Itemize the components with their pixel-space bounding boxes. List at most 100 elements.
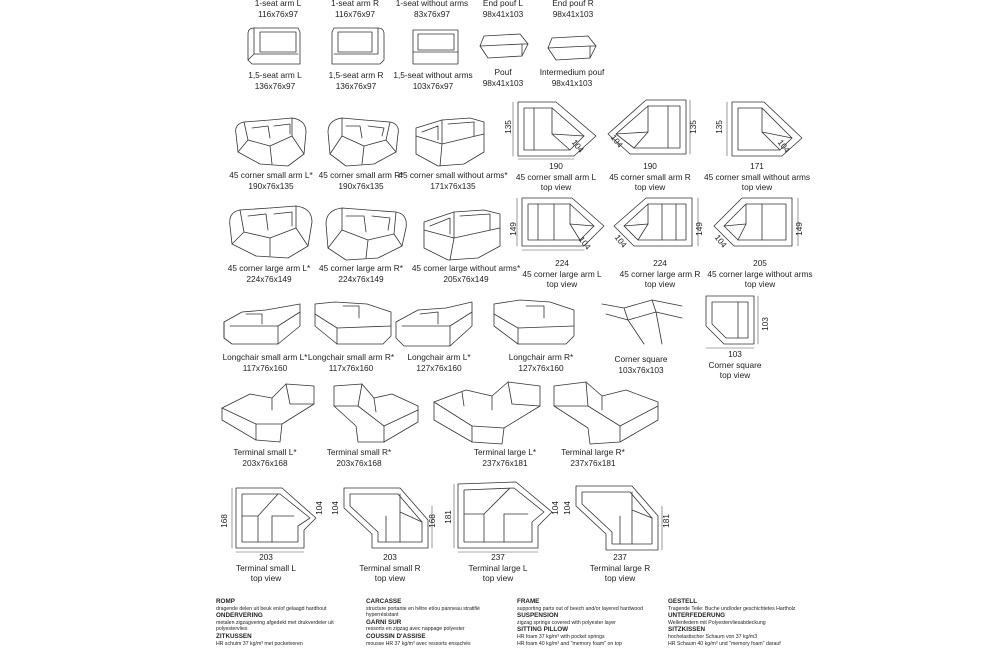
45-corner-large-arm-l-top-view <box>516 197 605 251</box>
longchair-small-arm-r-drawing <box>314 301 392 345</box>
spec-heading: SUSPENSION <box>517 612 559 620</box>
spec-heading: ZITKUSSEN <box>216 632 252 640</box>
caption-longchair-small-arm-r: Longchair small arm R*117x76x160 <box>307 352 395 373</box>
spec-heading: UNTERFEDERUNG <box>668 612 726 620</box>
corner-square-top-view <box>705 295 759 349</box>
dim-depth-terminal-large-r: 104 <box>561 501 572 515</box>
sofa-1-5-seat-arm-r-drawing <box>331 27 385 65</box>
terminal-large-l-top-view <box>453 481 553 553</box>
spec-heading: SITZKISSEN <box>668 626 706 634</box>
45-corner-large-without-arms-drawing <box>423 209 501 261</box>
45-corner-large-arm-r-top-view <box>613 197 699 247</box>
terminal-small-r-drawing <box>333 383 419 443</box>
45-corner-small-without-arms-drawing <box>415 117 485 167</box>
spec-column-de: GESTELL Tragende Teile: Buche und/oder g… <box>668 598 813 647</box>
caption-longchair-arm-r: Longchair arm R*127x76x160 <box>508 352 574 373</box>
dim-height-45-small-l: 135 <box>502 120 513 134</box>
dim-depth-terminal-small-r: 104 <box>329 501 340 515</box>
45-corner-small-without-arms-top-view <box>726 101 803 157</box>
caption-45-corner-small-without-arms: 45 corner small without arms*171x76x135 <box>398 170 508 191</box>
spec-column-fr: CARCASSE structure portante en hêtre et/… <box>366 598 511 647</box>
sofa-1-5-seat-arm-l-drawing <box>247 27 301 65</box>
45-corner-small-arm-l-top-view <box>512 101 597 160</box>
45-corner-large-arm-r-drawing <box>325 207 407 261</box>
spec-text: HR foam 37 kg/m³ with pocket springs <box>517 633 605 640</box>
caption-longchair-arm-l: Longchair arm L*127x76x160 <box>407 352 471 373</box>
45-corner-small-arm-l-drawing <box>235 117 307 167</box>
spec-text: zigzag springs covered with polyester la… <box>517 619 616 626</box>
spec-text: ressorts en zigzag avec nappage polyeste… <box>366 626 465 633</box>
caption-terminal-small-l: Terminal small L*203x76x168 <box>233 447 297 468</box>
dim-height-45-large-r: 149 <box>693 222 704 236</box>
terminal-large-r-top-view <box>575 485 663 551</box>
spec-text: HR Schaum 40 kg/m³ und "memory foam" dar… <box>668 640 781 647</box>
spec-heading: GESTELL <box>668 598 698 605</box>
sofa-1-5-seat-without-arms-drawing <box>412 29 459 65</box>
intermedium-pouf-drawing <box>547 35 597 61</box>
spec-text: structure portante en hêtre et/ou pannea… <box>366 605 480 619</box>
spec-heading: ROMP <box>216 598 235 605</box>
caption-45-corner-large-arm-l: 45 corner large arm L*224x76x149 <box>227 263 311 284</box>
terminal-large-r-drawing <box>553 381 659 445</box>
dim-height-45-large-no-arms: 149 <box>793 222 804 236</box>
45-corner-large-without-arms-top-view <box>713 197 799 247</box>
spec-text: HR schuim 37 kg/m³ met pocketveren <box>216 640 303 647</box>
45-corner-small-arm-r-top-view <box>607 99 691 155</box>
dim-height-45-small-r: 135 <box>687 120 698 134</box>
longchair-arm-l-drawing <box>395 301 473 347</box>
caption-terminal-small-r: Terminal small R*203x76x168 <box>326 447 392 468</box>
spec-text: hochelastischer Schaum von 37 kg/m3 <box>668 633 758 640</box>
longchair-arm-r-drawing <box>493 299 575 345</box>
corner-square-drawing <box>601 299 683 345</box>
dim-height-terminal-small-l: 168 <box>218 514 229 528</box>
spec-column-nl: ROMP dragende delen uit beuk en/of gelaa… <box>216 598 361 647</box>
dim-depth-terminal-small-l: 104 <box>313 501 324 515</box>
caption-45-corner-small-arm-r: 45 corner small arm R*190x76x135 <box>318 170 404 191</box>
longchair-small-arm-l-drawing <box>223 303 301 345</box>
spec-text: Tragende Teile: Buche und/oder geschicht… <box>668 605 796 612</box>
spec-heading: ONDERVERING <box>216 612 263 620</box>
caption-45-corner-large-arm-r: 45 corner large arm R*224x76x149 <box>319 263 403 284</box>
45-corner-small-arm-r-drawing <box>327 117 399 167</box>
dim-height-45-small-no-arms: 135 <box>713 120 724 134</box>
dim-height-terminal-large-r: 181 <box>660 514 671 528</box>
caption-terminal-large-r: Terminal large R*237x76x181 <box>561 447 625 468</box>
spec-text: mousse HR 37 kg/m³ avec ressorts ensaché… <box>366 640 471 647</box>
spec-heading: FRAME <box>517 598 540 605</box>
caption-longchair-small-arm-l: Longchair small arm L*117x76x160 <box>222 352 308 373</box>
spec-heading: GARNI SUR <box>366 618 402 626</box>
caption-terminal-large-l: Terminal large L*237x76x181 <box>473 447 537 468</box>
spec-heading: SITTING PILLOW <box>517 626 569 634</box>
spec-heading: CARCASSE <box>366 598 402 605</box>
dim-height-terminal-small-r: 168 <box>426 514 437 528</box>
spec-column-en: FRAME supporting parts out of beech and/… <box>517 598 662 647</box>
spec-text: metalen zigzagvering afgedekt met drukve… <box>216 619 334 633</box>
terminal-small-r-top-view <box>343 487 433 549</box>
dim-height-45-large-l: 149 <box>507 222 518 236</box>
caption-45-corner-small-arm-l: 45 corner small arm L*190x76x135 <box>229 170 313 191</box>
spec-text: Wellenfedern mit Polyestervliesabdeckung <box>668 619 766 626</box>
terminal-large-l-drawing <box>433 381 541 445</box>
45-corner-large-arm-l-drawing <box>229 205 313 259</box>
caption-45-corner-large-without-arms: 45 corner large without arms*205x76x149 <box>411 263 521 284</box>
dim-depth-terminal-large-l: 104 <box>549 501 560 515</box>
spec-heading: COUSSIN D'ASSISE <box>366 632 426 640</box>
dim-height-corner-square: 103 <box>759 317 770 331</box>
spec-text: HR foam 40 kg/m³ and "memory foam" on to… <box>517 640 622 647</box>
